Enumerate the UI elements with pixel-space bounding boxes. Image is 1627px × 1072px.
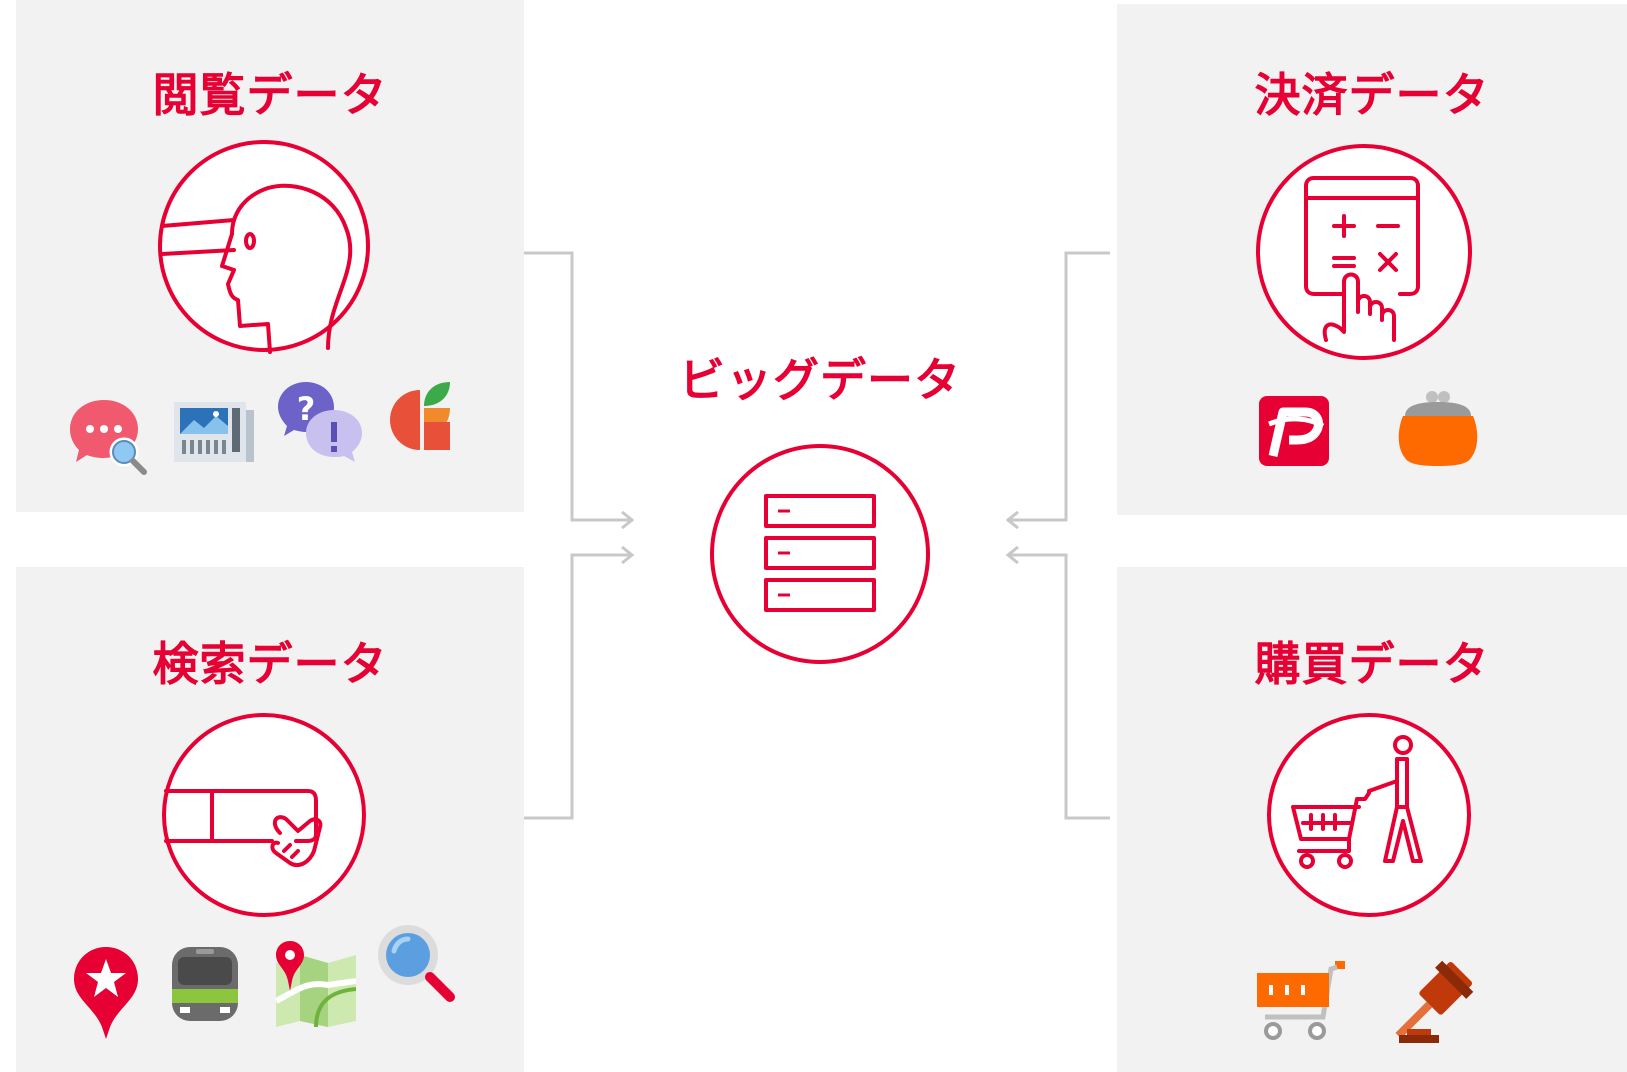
arrowhead <box>1005 510 1019 530</box>
news-icon <box>174 398 254 466</box>
arrowhead <box>621 545 635 565</box>
payment-connector <box>1008 251 1110 522</box>
search-data-title: 検索データ <box>152 637 388 691</box>
map-icon <box>276 941 356 1027</box>
paypay-logo-icon <box>1259 396 1329 466</box>
purchase-connector <box>1008 553 1110 820</box>
payment-data-title: 決済データ <box>1254 68 1490 122</box>
purchase-data-panel: 購買データ <box>1117 567 1627 1072</box>
arrowhead <box>621 510 635 530</box>
map-pin-star-icon <box>74 947 138 1039</box>
search-data-panel: 検索データ <box>16 567 524 1072</box>
calculator-tap-icon <box>1254 142 1474 362</box>
arrowhead <box>1005 545 1019 565</box>
payment-data-panel: 決済データ <box>1117 4 1627 515</box>
server-stack-icon <box>708 442 932 666</box>
shopper-cart-icon <box>1265 711 1473 919</box>
browsing-connector <box>508 251 632 522</box>
purchase-data-title: 購買データ <box>1254 637 1490 691</box>
gourmet-logo-icon <box>390 382 452 450</box>
coin-purse-icon <box>1397 390 1479 468</box>
search-connector <box>508 553 632 820</box>
browsing-data-title: 閲覧データ <box>152 68 388 122</box>
train-icon <box>170 945 240 1025</box>
magnifier-icon <box>376 923 456 1003</box>
auction-gavel-icon <box>1395 959 1479 1047</box>
search-box-tap-icon <box>160 711 368 919</box>
shopping-cart-icon <box>1253 961 1353 1045</box>
qa-chat-icon: ? <box>278 380 364 464</box>
chat-search-icon <box>70 396 150 476</box>
svg-text:?: ? <box>297 390 316 428</box>
browsing-data-panel: 閲覧データ <box>16 0 524 512</box>
big-data-title: ビッグデータ <box>679 353 961 407</box>
viewer-head-icon <box>156 138 372 354</box>
